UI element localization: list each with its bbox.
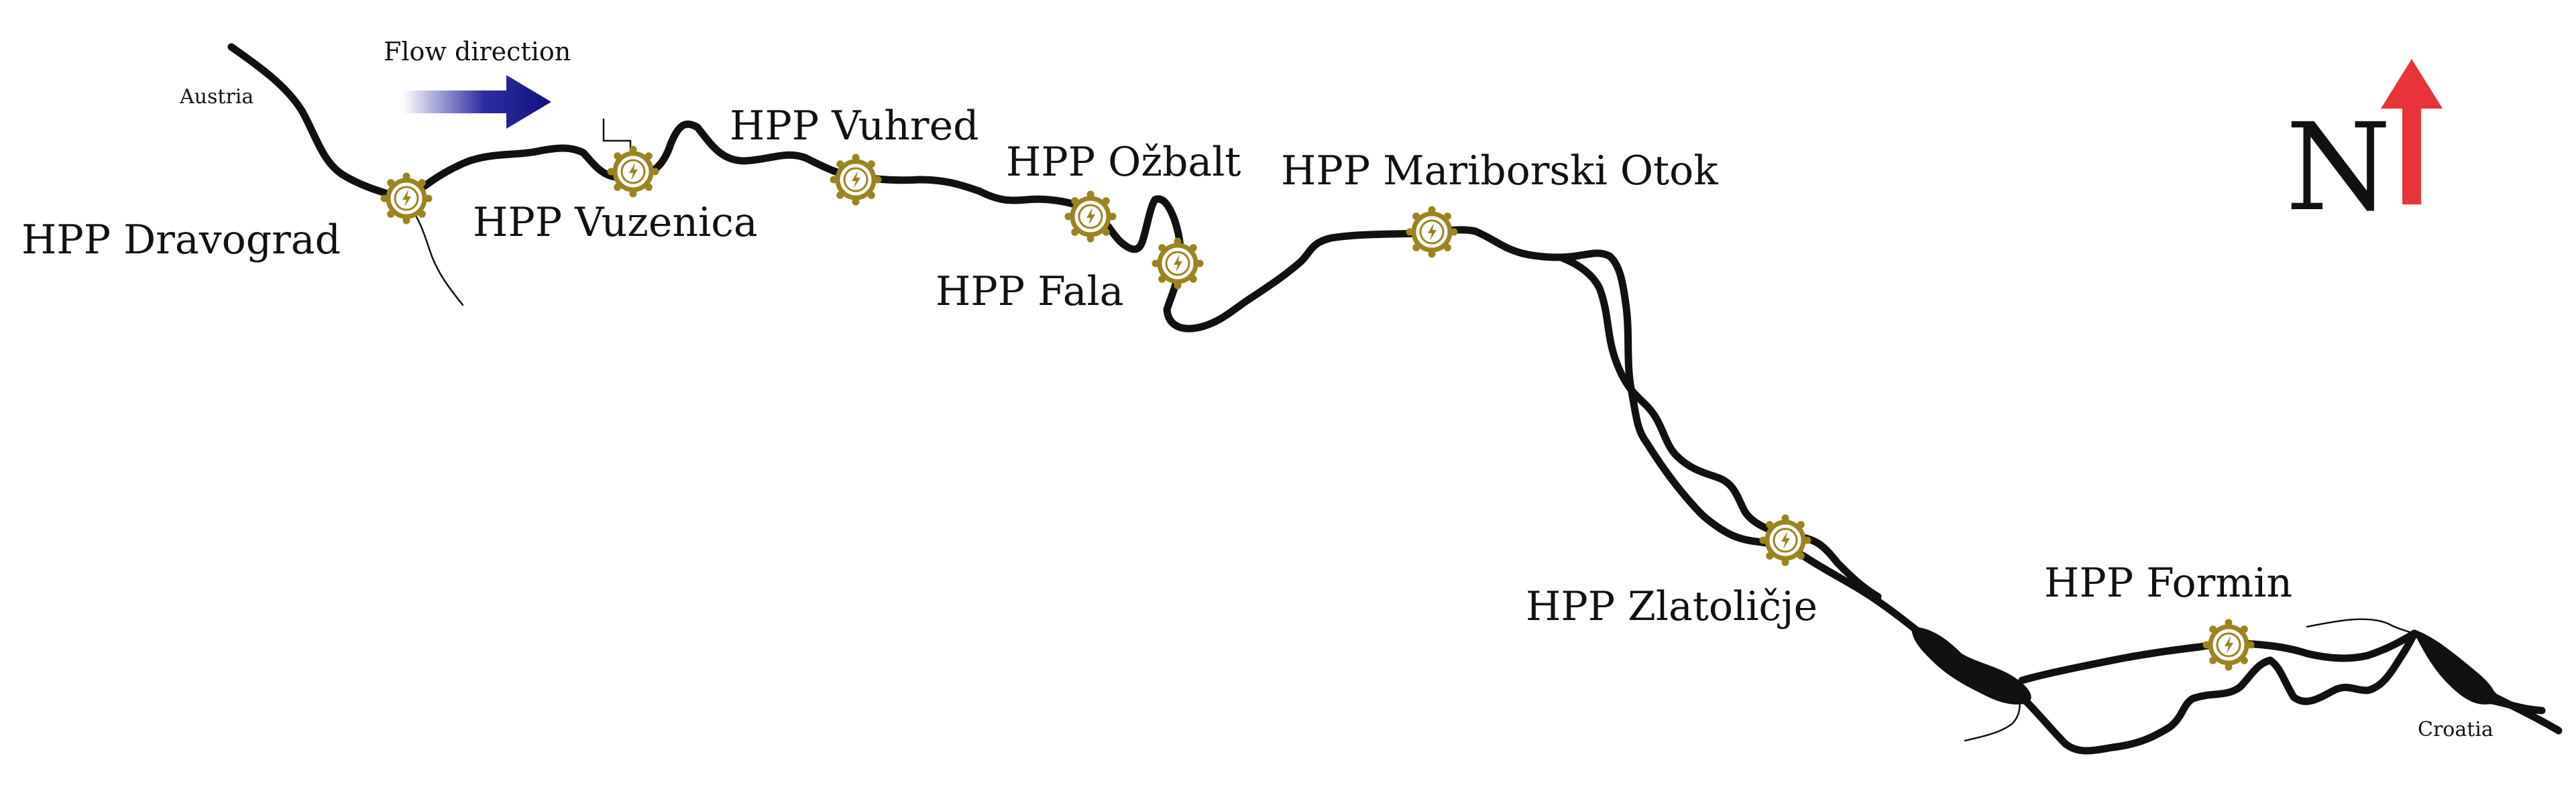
hydropower-plant-icons	[380, 145, 2255, 671]
north-arrow-letter: N	[2286, 98, 2392, 238]
tributary-dravograd	[404, 200, 464, 306]
river-lower-old-bed	[2018, 629, 2418, 755]
lightning-bolt-icon	[2225, 636, 2233, 654]
river-branch-lower	[2487, 696, 2546, 715]
label-hpp-ozbalt: HPP Ožbalt	[1006, 139, 1241, 186]
hydropower-plant-icon	[1759, 514, 1811, 566]
hydropower-plant-icon	[1152, 237, 1204, 290]
flow-direction-arrow-icon	[402, 75, 551, 129]
tributary-formin	[2306, 618, 2416, 635]
label-austria: Austria	[179, 85, 254, 109]
reservoir-lower	[2414, 633, 2496, 704]
flow-direction-label: Flow direction	[384, 37, 571, 66]
lightning-bolt-icon	[1086, 208, 1095, 225]
north-arrow: N	[2286, 59, 2443, 238]
label-hpp-vuhred: HPP Vuhred	[730, 103, 979, 149]
lightning-bolt-icon	[852, 171, 860, 188]
label-hpp-vuzenica: HPP Vuzenica	[473, 199, 758, 246]
river-main-channel	[1606, 252, 1929, 641]
north-arrow-icon	[2381, 59, 2443, 204]
tributary-ptuj	[1964, 679, 2021, 742]
river-upper-course	[227, 43, 1614, 332]
label-hpp-formin: HPP Formin	[2044, 560, 2292, 607]
lightning-bolt-icon	[629, 163, 638, 180]
hydropower-plant-icon	[607, 145, 659, 198]
label-croatia: Croatia	[2418, 718, 2494, 741]
hydropower-plant-icon	[830, 153, 882, 206]
lightning-bolt-icon	[1781, 532, 1790, 549]
label-hpp-zlatolicje: HPP Zlatoličje	[1526, 583, 1817, 630]
hydropower-plant-icon	[380, 172, 433, 225]
river-to-croatia	[2410, 629, 2563, 735]
label-hpp-fala: HPP Fala	[936, 268, 1123, 315]
lightning-bolt-icon	[1428, 223, 1437, 241]
plant-labels: HPP Dravograd HPP Vuzenica HPP Vuhred HP…	[21, 103, 2292, 630]
flow-direction-indicator: Flow direction	[384, 37, 571, 129]
lightning-bolt-icon	[402, 190, 411, 207]
river-canal	[1559, 254, 1882, 601]
label-hpp-dravograd: HPP Dravograd	[21, 217, 341, 263]
hydropower-plant-icon	[1064, 190, 1117, 243]
hydropower-plant-icon	[2202, 619, 2255, 671]
reservoir-ptuj	[1911, 627, 2031, 704]
label-hpp-mariborski-otok: HPP Mariborski Otok	[1281, 147, 1718, 194]
lightning-bolt-icon	[1174, 255, 1182, 272]
hydropower-plant-icon	[1406, 206, 1458, 258]
